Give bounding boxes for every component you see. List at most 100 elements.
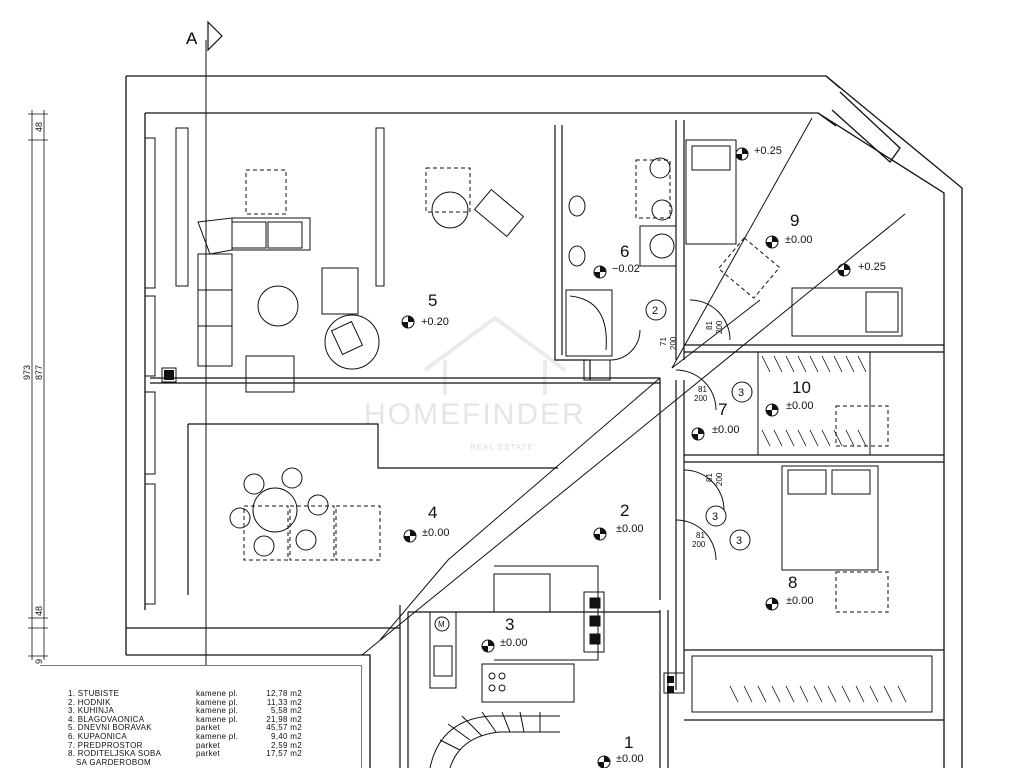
elevation-marker-icon [403, 529, 417, 543]
legend-area: 2,59 m2 [270, 740, 302, 750]
room-elevation-9: ±0.00 [785, 234, 812, 246]
balcony-elevation-north: +0.25 [754, 145, 782, 157]
room-elevation-8: ±0.00 [786, 595, 813, 607]
room-number-5: 5 [428, 291, 437, 310]
legend-row: 4. BLAGOVAONICA kamene pl. 21,98 m2 [68, 714, 361, 725]
legend-row: 8. RODITELJSKA SOBA parket 17,57 m2 [68, 750, 361, 759]
room-number-10: 10 [792, 378, 811, 397]
door-size-label: 81 [705, 473, 714, 482]
legend-room-name: 5. DNEVNI BORAVAK [68, 723, 152, 733]
appliance-label: M [438, 620, 445, 629]
legend-area: 12,78 m2 [266, 689, 302, 698]
elevation-marker-icon [735, 147, 749, 161]
door-height-label: 200 [669, 336, 678, 350]
door-size-label: 81 [705, 321, 714, 330]
door-height-label: 200 [694, 394, 708, 403]
windows-left [144, 127, 385, 605]
legend-floor-type: kamene pl. [196, 689, 239, 698]
door-type-label: 3 [738, 387, 744, 399]
section-arrow-icon [207, 20, 223, 52]
dim-top-wall: 48 [34, 122, 44, 132]
staircase [429, 711, 560, 768]
elevation-marker-icon [593, 265, 607, 279]
elevation-marker-icon [765, 235, 779, 249]
legend-floor-type: kamene pl. [196, 714, 239, 724]
elevation-marker-icon [765, 403, 779, 417]
legend-row: 2. HODNIK kamene pl. 11,33 m2 [68, 697, 361, 708]
legend-room-name: 2. HODNIK [68, 697, 111, 707]
room-number-9: 9 [790, 211, 799, 230]
elevation-marker-icon [401, 315, 415, 329]
door-height-label: 200 [715, 320, 724, 334]
legend-room-name: 6. KUPAONICA [68, 731, 128, 741]
legend-floor-type: kamene pl. [196, 706, 239, 716]
legend-area: 5,58 m2 [270, 706, 302, 716]
door-type-tag [731, 381, 753, 403]
room-elevation-10: ±0.00 [786, 400, 813, 412]
legend-floor-type: parket [196, 749, 221, 759]
watermark-tagline: REAL ESTATE [470, 443, 534, 452]
door-type-label: 2 [652, 305, 658, 317]
balcony-elevation-east: +0.25 [858, 261, 886, 273]
door-type-tag [705, 505, 727, 527]
room-number-6: 6 [620, 242, 629, 261]
section-marker: A [186, 20, 223, 52]
door-type-tag [645, 299, 667, 321]
room-labels: 5 +0.20 4 ±0.00 6 −0.02 2 ±0.00 3 ±0.00 … [401, 145, 886, 768]
legend-row: 7. PREDPROSTOR parket 2,59 m2 [68, 740, 361, 751]
room-elevation-4: ±0.00 [422, 527, 449, 539]
wardrobe-hatch [729, 355, 907, 703]
room-elevation-1: ±0.00 [616, 753, 643, 765]
kitchen-fixtures [429, 565, 605, 703]
room-number-7: 7 [718, 400, 727, 419]
room-number-3: 3 [505, 615, 514, 634]
dim-bottom-wall: 48 [34, 606, 44, 616]
elevation-marker-icon [593, 527, 607, 541]
legend-row: 6. KUPAONICA kamene pl. 9,40 m2 [68, 731, 361, 742]
legend-floor-type: parket [196, 740, 221, 750]
room-elevation-7: ±0.00 [712, 424, 739, 436]
room-elevation-3: ±0.00 [500, 637, 527, 649]
columns [161, 359, 685, 694]
legend-area: 9,40 m2 [270, 731, 302, 741]
legend-room-name: 7. PREDPROSTOR [68, 740, 143, 750]
door-height-label: 200 [715, 472, 724, 486]
legend-area: 21,98 m2 [266, 714, 302, 724]
elevation-marker-icon [691, 427, 705, 441]
room-number-8: 8 [788, 573, 797, 592]
watermark-brand: HOMEFINDER [364, 398, 586, 431]
door-height-label: 200 [692, 540, 706, 549]
legend-area [254, 759, 310, 768]
legend-room-name: SA GARDEROBOM [76, 757, 152, 767]
legend-floor-type: kamene pl. [196, 731, 239, 741]
bedroom-furniture [685, 139, 933, 713]
elevation-marker-icon [597, 755, 611, 768]
bathroom-fixtures [565, 157, 677, 357]
room-number-4: 4 [428, 503, 437, 522]
room-number-1: 1 [624, 733, 633, 752]
dim-total: 973 [22, 365, 32, 380]
door-type-label: 3 [736, 535, 742, 547]
legend-row: 5. DNEVNI BORAVAK parket 45,57 m2 [68, 724, 361, 733]
dimension-lines [28, 110, 48, 660]
doors [609, 299, 731, 561]
legend-room-name: 3. KUHINJA [68, 706, 115, 716]
legend-row: 1. STUBISTE kamene pl. 12,78 m2 [68, 689, 361, 699]
living-room-furniture [197, 167, 525, 393]
door-type-tag [729, 529, 751, 551]
dim-edge: 9 [34, 659, 44, 664]
interior-walls [150, 120, 944, 768]
elevation-marker-icon [765, 597, 779, 611]
dining-furniture [229, 467, 381, 561]
legend-row: 3. KUHINJA kamene pl. 5,58 m2 [68, 707, 361, 716]
room-elevation-6: −0.02 [612, 263, 640, 275]
legend-floor-type: parket [196, 723, 221, 733]
door-size-label: 81 [696, 531, 705, 540]
elevation-marker-icon [481, 639, 495, 653]
room-elevation-5: +0.20 [421, 316, 449, 328]
door-type-label: 3 [712, 511, 718, 523]
legend-area: 11,33 m2 [266, 697, 302, 707]
door-size-label: 71 [659, 337, 668, 346]
door-size-label: 81 [698, 385, 707, 394]
